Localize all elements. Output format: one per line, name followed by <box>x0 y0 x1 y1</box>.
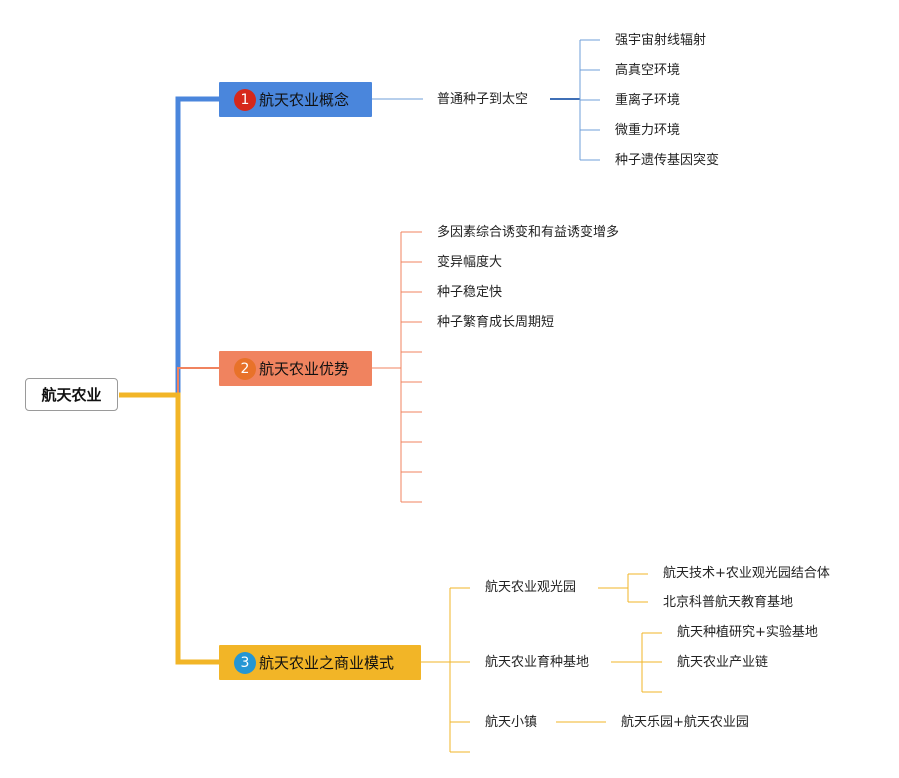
sub-node-space-town[interactable]: 航天小镇 <box>485 715 538 730</box>
leaf-node-research-base[interactable]: 航天种植研究+实验基地 <box>677 625 818 640</box>
branch-label-advantage: 航天农业优势 <box>259 360 350 378</box>
leaf-node-gene-mutation[interactable]: 种子遗传基因突变 <box>615 153 720 168</box>
leaf-node-high-vacuum[interactable]: 高真空环境 <box>615 63 681 78</box>
branch-node-business[interactable]: 3 航天农业之商业模式 <box>219 645 421 680</box>
leaf-node-beijing-education-base[interactable]: 北京科普航天教育基地 <box>663 595 794 610</box>
number-badge-2: 2 <box>234 357 256 380</box>
number-badge-3: 3 <box>234 651 256 674</box>
leaf-node-short-cycle[interactable]: 种子繁育成长周期短 <box>437 315 555 330</box>
sub-node-sightseeing-park[interactable]: 航天农业观光园 <box>485 580 577 595</box>
leaf-node-cosmic-ray[interactable]: 强宇宙射线辐射 <box>615 33 707 48</box>
trunk-line-business <box>119 392 219 665</box>
number-badge-1: 1 <box>234 88 256 111</box>
branch-label-business: 航天农业之商业模式 <box>259 654 395 672</box>
branch-3-lines <box>421 573 662 753</box>
leaf-node-fast-stabilization[interactable]: 种子稳定快 <box>437 285 503 300</box>
leaf-node-microgravity[interactable]: 微重力环境 <box>615 123 681 138</box>
branch-label-concept: 航天农业概念 <box>259 91 350 109</box>
leaf-node-heavy-ion[interactable]: 重离子环境 <box>615 93 681 108</box>
leaf-node-space-park[interactable]: 航天乐园+航天农业园 <box>621 715 749 730</box>
trunk-line-concept <box>119 96 219 398</box>
sub-node-breeding-base[interactable]: 航天农业育种基地 <box>485 655 590 670</box>
leaf-node-large-variation[interactable]: 变异幅度大 <box>437 255 503 270</box>
leaf-node-industry-chain[interactable]: 航天农业产业链 <box>677 655 769 670</box>
branch-node-advantage[interactable]: 2 航天农业优势 <box>219 351 372 386</box>
branch-node-concept[interactable]: 1 航天农业概念 <box>219 82 372 117</box>
leaf-node-multi-factor[interactable]: 多因素综合诱变和有益诱变增多 <box>437 225 620 240</box>
branch-2-lines <box>372 231 422 503</box>
root-label: 航天农业 <box>41 386 102 404</box>
trunk-line-advantage <box>177 367 219 395</box>
sub-node-seed-to-space[interactable]: 普通种子到太空 <box>437 92 529 107</box>
branch-1-lines <box>372 39 600 161</box>
leaf-node-tech-park-combo[interactable]: 航天技术+农业观光园结合体 <box>663 566 830 581</box>
root-node[interactable]: 航天农业 <box>25 378 118 411</box>
